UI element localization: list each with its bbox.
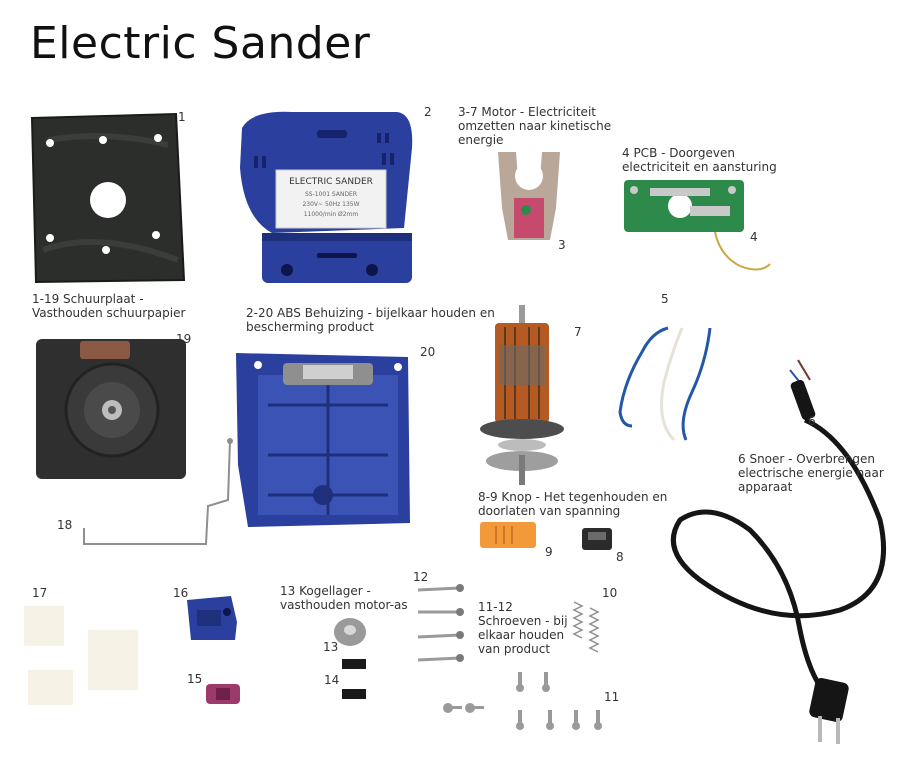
part-number-11: 11 bbox=[604, 690, 620, 704]
part-number-19: 19 bbox=[176, 332, 192, 346]
part-number-8: 8 bbox=[616, 550, 624, 564]
wires-image bbox=[618, 326, 712, 442]
sticker-line-3: 230V~ 50Hz 135W bbox=[302, 201, 359, 208]
switch-knob-image bbox=[480, 522, 536, 548]
carbon-brushes-image bbox=[342, 659, 366, 699]
part-number-7: 7 bbox=[574, 325, 582, 339]
switch-image bbox=[582, 528, 612, 550]
page-title: Electric Sander bbox=[30, 18, 371, 69]
stator-image bbox=[498, 152, 560, 240]
part-number-15: 15 bbox=[187, 672, 203, 686]
blue-clip-image bbox=[187, 596, 237, 640]
sticker-line-2: SS-1001 SANDER bbox=[305, 191, 357, 198]
label-sanding-plate: 1-19 Schuurplaat -Vasthouden schuurpapie… bbox=[32, 292, 186, 320]
springs-image bbox=[572, 601, 600, 653]
part-number-9: 9 bbox=[545, 545, 553, 559]
part-number-12: 12 bbox=[413, 570, 429, 584]
bearing-image bbox=[334, 618, 366, 646]
part-number-18: 18 bbox=[57, 518, 73, 532]
brush-holder-image bbox=[206, 684, 240, 704]
part-number-6: 6 bbox=[808, 414, 816, 428]
sticker-line-4: 11000/min Ø2mm bbox=[304, 211, 359, 218]
pcb-image bbox=[624, 180, 771, 271]
sanding-pad-image bbox=[30, 112, 186, 284]
part-number-1: 1 bbox=[178, 110, 186, 124]
pad-base-image bbox=[36, 339, 186, 479]
part-number-14: 14 bbox=[324, 673, 340, 687]
part-number-20: 20 bbox=[420, 345, 436, 359]
felt-pads-image bbox=[24, 606, 138, 705]
part-number-17: 17 bbox=[32, 586, 48, 600]
part-number-3: 3 bbox=[558, 238, 566, 252]
part-number-16: 16 bbox=[173, 586, 189, 600]
armature-image bbox=[480, 305, 564, 485]
power-cable-image bbox=[670, 359, 886, 744]
housing-top-image: ELECTRIC SANDER SS-1001 SANDER 230V~ 50H… bbox=[240, 111, 413, 283]
part-number-10: 10 bbox=[602, 586, 618, 600]
part-number-4: 4 bbox=[750, 230, 758, 244]
short-screws-image bbox=[443, 672, 602, 730]
part-number-2: 2 bbox=[424, 105, 432, 119]
housing-bottom-image bbox=[236, 353, 410, 527]
sticker-line-1: ELECTRIC SANDER bbox=[289, 177, 373, 187]
label-housing: 2-20 ABS Behuizing - bijelkaar houden en… bbox=[246, 306, 495, 334]
part-number-13: 13 bbox=[323, 640, 339, 654]
label-bearing: 13 Kogellager -vasthouden motor-as bbox=[280, 584, 408, 612]
wire-bracket-image bbox=[83, 438, 233, 545]
part-number-5: 5 bbox=[661, 292, 669, 306]
long-screws-image bbox=[417, 584, 464, 662]
